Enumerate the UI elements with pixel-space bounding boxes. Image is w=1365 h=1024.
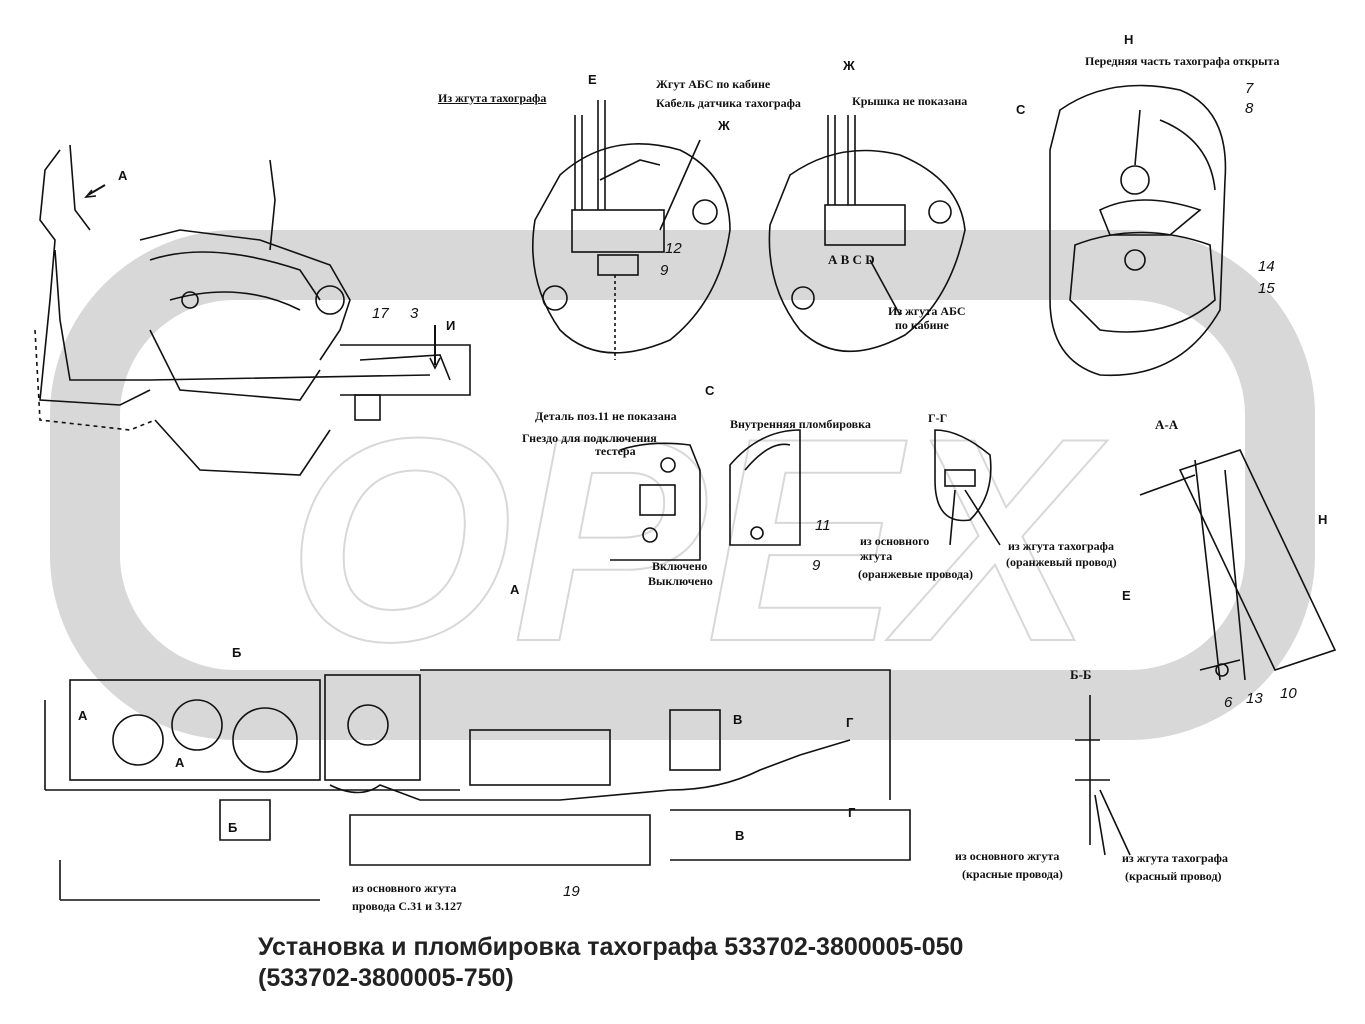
- view-e-label: Е: [588, 72, 597, 87]
- position-number-12: 12: [665, 240, 682, 257]
- view-c-label: С: [705, 383, 715, 398]
- label-abs-harness-cabin: Жгут АБС по кабине: [656, 77, 771, 91]
- view-zh-arrow-label: Ж: [718, 118, 730, 133]
- label-front-part-open: Передняя часть тахографа открыта: [1085, 54, 1280, 68]
- position-number-17: 17: [372, 305, 389, 322]
- view-arrow-b-bottom: Б: [228, 820, 238, 835]
- label-abs-harness-from: Из жгута АБС: [888, 304, 966, 318]
- view-arrow-g-top: Г: [846, 715, 854, 730]
- svg-text:OPEX: OPEX: [287, 378, 1108, 702]
- section-a-a: [1139, 449, 1337, 681]
- dashboard-panel: [44, 669, 911, 901]
- caption-line-2: (533702-3800005-750): [258, 964, 514, 992]
- label-connector-letters: А В С D: [828, 252, 875, 267]
- position-number-9a: 9: [660, 262, 669, 279]
- view-a-big-label: А: [510, 582, 520, 597]
- label-orange-wires: (оранжевые провода): [858, 567, 974, 581]
- position-number-11: 11: [815, 517, 831, 534]
- position-number-6: 6: [1224, 694, 1233, 711]
- view-arrow-v-bottom: В: [735, 828, 745, 843]
- view-arrow-e: Е: [1122, 588, 1131, 603]
- view-arrow-b-top: Б: [232, 645, 242, 660]
- label-detail-11-not-shown: Деталь поз.11 не показана: [535, 409, 677, 423]
- view-arrow-a-panel-left: А: [78, 708, 88, 723]
- view-b-b-label: Б-Б: [1070, 667, 1092, 682]
- watermark-logo: OPEX: [50, 230, 1315, 740]
- label-socket-for-tester-1: Гнездо для подключения: [522, 431, 657, 445]
- view-zh-tachograph-back: [768, 115, 966, 353]
- position-number-7: 7: [1245, 80, 1254, 97]
- label-red-wire: (красный провод): [1125, 869, 1222, 883]
- view-arrow-i: И: [446, 318, 456, 333]
- section-b-b: [1075, 695, 1131, 856]
- label-cover-not-shown: Крышка не показана: [852, 94, 968, 108]
- caption: Установка и пломбировка тахографа 533702…: [258, 932, 963, 994]
- view-n-tachograph-open: [1049, 84, 1227, 377]
- position-number-19: 19: [563, 883, 580, 900]
- label-switched-on: Включено: [652, 559, 708, 573]
- view-arrow-v-top: В: [733, 712, 743, 727]
- label-from-main-harness-orange-1: из основного: [860, 534, 930, 548]
- view-arrow-a-top: А: [118, 168, 128, 183]
- view-n-label: Н: [1124, 32, 1134, 47]
- label-tacho-sensor-cable: Кабель датчика тахографа: [656, 96, 801, 110]
- position-number-13: 13: [1246, 690, 1263, 707]
- label-orange-wire: (оранжевый провод): [1006, 555, 1117, 569]
- view-arrow-n: Н: [1318, 512, 1328, 527]
- detail-internal-seal: [729, 429, 801, 546]
- position-number-10: 10: [1280, 685, 1297, 702]
- position-number-15: 15: [1258, 280, 1275, 297]
- detail-g-g: [934, 429, 1001, 546]
- view-zh-label: Ж: [843, 58, 855, 73]
- view-arrow-g-bottom: Г: [848, 805, 856, 820]
- position-number-3: 3: [410, 305, 419, 322]
- label-switched-off: Выключено: [648, 574, 713, 588]
- label-from-main-harness-orange-2: жгута: [860, 549, 893, 563]
- cab-fender-assembly: [34, 144, 471, 476]
- label-red-wires: (красные провода): [962, 867, 1063, 881]
- label-from-main-harness-wires-1: из основного жгута: [352, 881, 457, 895]
- view-arrow-a-panel: А: [175, 755, 185, 770]
- detail-c-tester-socket: [610, 442, 701, 561]
- position-number-9b: 9: [812, 557, 821, 574]
- view-g-g-label: Г-Г: [928, 411, 948, 425]
- label-from-tacho-harness-red: из жгута тахографа: [1122, 851, 1228, 865]
- caption-line-1: Установка и пломбировка тахографа 533702…: [258, 933, 964, 961]
- label-socket-for-tester-2: тестера: [595, 444, 636, 458]
- label-from-tacho-harness: Из жгута тахографа: [438, 91, 547, 105]
- label-from-main-harness-wires-2: провода С.31 и 3.127: [352, 899, 462, 913]
- label-from-main-harness-red: из основного жгута: [955, 849, 1060, 863]
- view-c-arrow: С: [1016, 102, 1026, 117]
- label-abs-harness-from-2: по кабине: [895, 318, 949, 332]
- label-from-tacho-harness-orange: из жгута тахографа: [1008, 539, 1114, 553]
- view-e-tachograph-back: [532, 100, 731, 360]
- position-number-8: 8: [1245, 100, 1254, 117]
- view-a-a-label: А-А: [1155, 417, 1179, 432]
- position-number-14: 14: [1258, 258, 1275, 275]
- label-internal-seal: Внутренняя пломбировка: [730, 417, 871, 431]
